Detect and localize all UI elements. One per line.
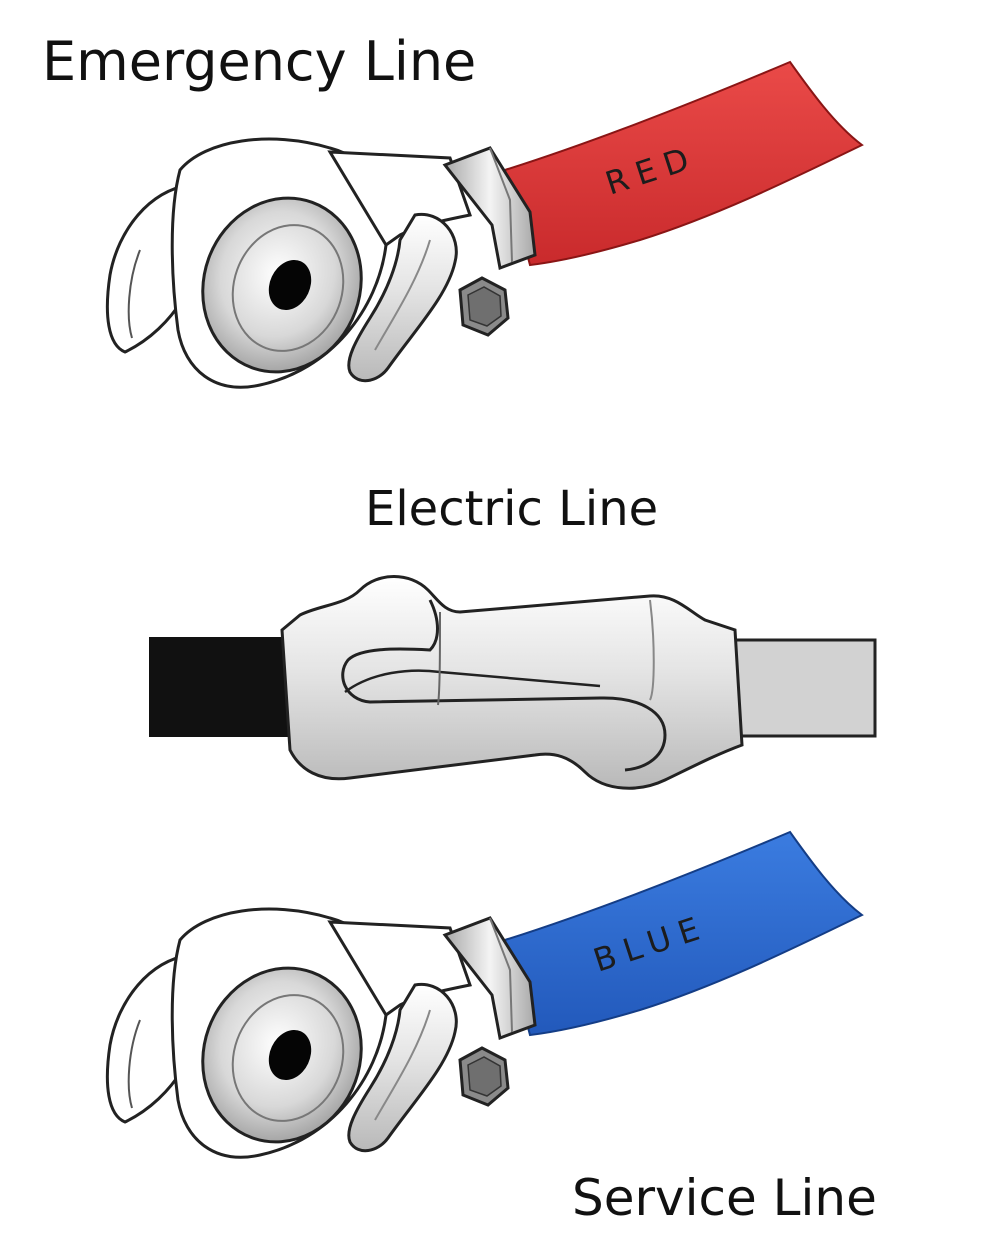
electric-cable-left (149, 637, 291, 737)
electric-cable-right (733, 638, 877, 738)
electric-connector (149, 575, 877, 790)
service-line-label: Service Line (572, 1169, 877, 1227)
electric-line-label: Electric Line (365, 481, 658, 537)
emergency-hose (503, 60, 864, 267)
emergency-line-label: Emergency Line (42, 30, 476, 93)
service-hose (503, 830, 864, 1037)
service-gladhand (105, 830, 864, 1166)
emergency-gladhand (105, 60, 864, 396)
